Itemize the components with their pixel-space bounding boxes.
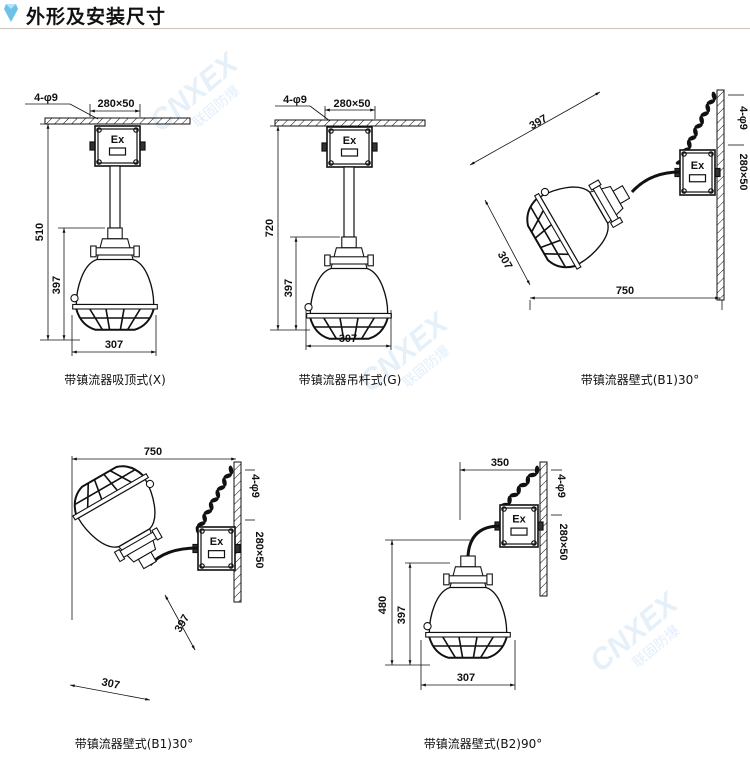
dim-hole: 4-φ9 bbox=[249, 474, 261, 498]
diamond-icon bbox=[4, 4, 18, 22]
dim-height: 480 bbox=[377, 596, 389, 614]
dim-plate: 280×50 bbox=[97, 98, 134, 110]
ex-label: Ex bbox=[512, 514, 526, 526]
caption: 带镇流器吸顶式(X) bbox=[64, 373, 166, 387]
caption: 带镇流器壁式(B1)30° bbox=[75, 736, 194, 751]
dim-height: 720 bbox=[264, 219, 276, 237]
caption: 带镇流器壁式(B2)90° bbox=[424, 736, 543, 751]
caption: 带镇流器吊杆式(G) bbox=[299, 373, 402, 387]
lamp-body bbox=[72, 465, 163, 570]
header-divider bbox=[0, 28, 750, 29]
dim-length: 750 bbox=[144, 446, 162, 458]
dim-length: 750 bbox=[616, 285, 634, 297]
twisted-cable bbox=[195, 465, 234, 535]
dim-length: 350 bbox=[491, 457, 509, 469]
junction-box: Ex bbox=[494, 504, 544, 548]
dim-width: 307 bbox=[105, 339, 123, 351]
dim-lamp-height: 397 bbox=[173, 613, 193, 635]
dimension-line bbox=[484, 199, 531, 286]
ex-label: Ex bbox=[111, 134, 125, 146]
dimension-line bbox=[164, 594, 196, 651]
dim-plate: 280×50 bbox=[333, 98, 370, 110]
dimension-line bbox=[469, 91, 601, 166]
dim-hole: 4-φ9 bbox=[34, 92, 58, 104]
junction-box: Ex bbox=[321, 126, 378, 168]
dim-width: 307 bbox=[495, 250, 515, 272]
junction-box: Ex bbox=[674, 149, 721, 196]
dim-lamp-height: 397 bbox=[283, 279, 295, 297]
dimension-line bbox=[69, 684, 151, 701]
junction-box: Ex bbox=[192, 526, 241, 571]
ex-label: Ex bbox=[691, 160, 705, 172]
dim-plate: 280×50 bbox=[557, 523, 569, 560]
ex-label: Ex bbox=[343, 135, 357, 147]
dim-height: 510 bbox=[34, 223, 46, 241]
lamp-body bbox=[423, 555, 511, 659]
lamp-body bbox=[304, 236, 392, 340]
dim-lamp-height: 397 bbox=[396, 606, 408, 624]
ceiling-plate bbox=[44, 117, 191, 125]
lamp-body bbox=[526, 179, 631, 270]
dim-hole: 4-φ9 bbox=[737, 106, 749, 130]
dim-plate: 280×50 bbox=[253, 531, 265, 568]
ceiling-plate bbox=[274, 119, 426, 127]
lamp-body bbox=[70, 227, 158, 331]
ex-label: Ex bbox=[210, 536, 224, 548]
mounting-wall bbox=[716, 89, 725, 301]
twisted-cable bbox=[500, 465, 540, 508]
dim-lamp-height: 397 bbox=[528, 113, 550, 133]
section-header: 外形及安装尺寸 bbox=[0, 0, 750, 30]
junction-box: Ex bbox=[89, 125, 146, 167]
dim-hole: 4-φ9 bbox=[283, 94, 307, 106]
dim-hole: 4-φ9 bbox=[555, 474, 567, 498]
dim-lamp-height: 397 bbox=[51, 276, 63, 294]
dim-width: 307 bbox=[100, 676, 120, 692]
dim-width: 307 bbox=[457, 672, 475, 684]
dim-plate: 280×50 bbox=[737, 153, 749, 190]
caption: 带镇流器壁式(B1)30° bbox=[581, 372, 700, 387]
section-title: 外形及安装尺寸 bbox=[26, 6, 167, 28]
dim-width: 307 bbox=[339, 333, 357, 345]
